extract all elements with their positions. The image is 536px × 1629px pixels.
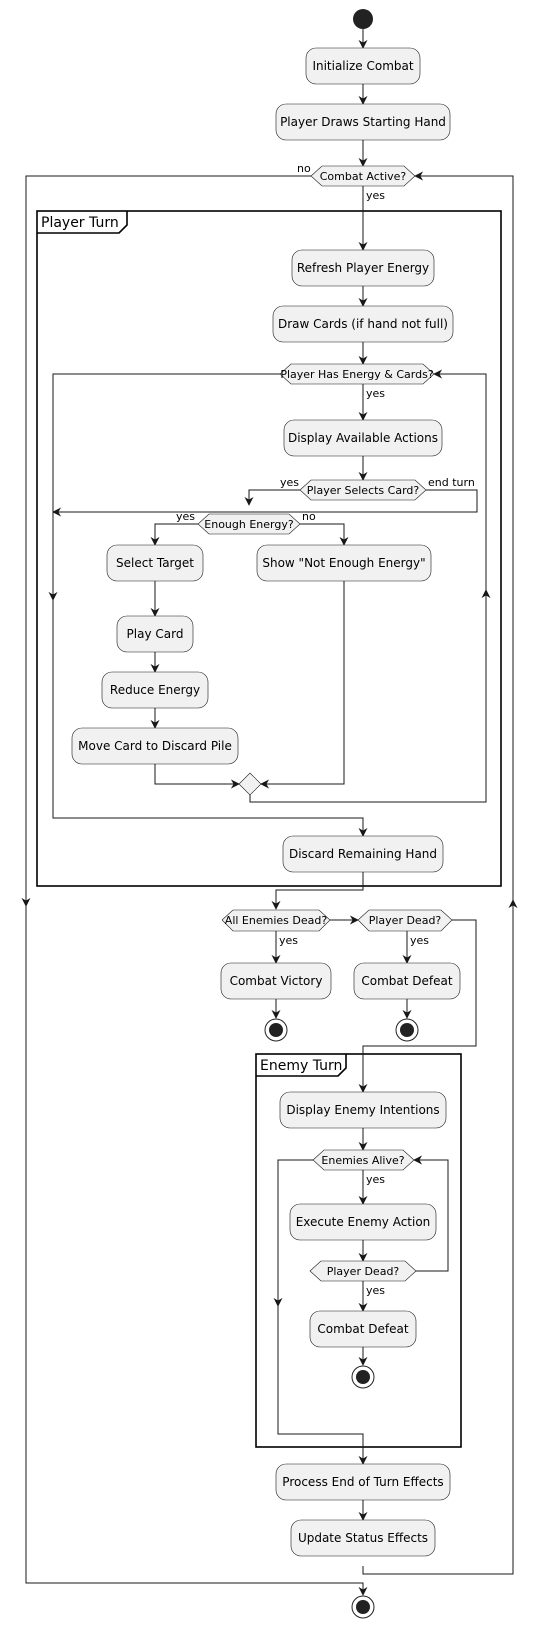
svg-text:Combat Victory: Combat Victory — [230, 974, 323, 988]
svg-text:Draw Cards (if hand not full): Draw Cards (if hand not full) — [278, 317, 448, 331]
label-enough-energy-no: no — [302, 510, 316, 523]
action-update-status-effects: Update Status Effects — [290, 1519, 436, 1557]
action-discard-remaining-hand: Discard Remaining Hand — [282, 835, 444, 873]
end-node-enemy-defeat — [351, 1365, 375, 1389]
svg-text:Player Selects Card?: Player Selects Card? — [307, 484, 420, 497]
decision-player-dead-enemy-turn: Player Dead? — [309, 1260, 417, 1282]
label-selects-card-end-turn: end turn — [428, 476, 475, 489]
connectors — [21, 28, 518, 1596]
label-player-dead-yes: yes — [410, 934, 429, 947]
action-end-of-turn-effects: Process End of Turn Effects — [275, 1463, 451, 1501]
svg-text:Display Available Actions: Display Available Actions — [288, 431, 438, 445]
action-move-to-discard: Move Card to Discard Pile — [71, 727, 239, 765]
end-node-defeat — [395, 1018, 419, 1042]
svg-text:All Enemies Dead?: All Enemies Dead? — [225, 914, 328, 927]
end-node-final — [351, 1595, 375, 1619]
svg-text:Move Card to Discard Pile: Move Card to Discard Pile — [78, 739, 232, 753]
decision-all-enemies-dead: All Enemies Dead? — [221, 909, 331, 932]
label-has-energy-yes: yes — [366, 387, 385, 400]
merge-diamond — [238, 772, 262, 796]
svg-text:Display Enemy Intentions: Display Enemy Intentions — [286, 1103, 439, 1117]
action-initialize-combat: Initialize Combat — [305, 47, 421, 85]
svg-text:Player Dead?: Player Dead? — [369, 914, 442, 927]
label-enemies-dead-yes: yes — [279, 934, 298, 947]
svg-text:Player Draws Starting Hand: Player Draws Starting Hand — [280, 115, 446, 129]
svg-text:Reduce Energy: Reduce Energy — [110, 683, 200, 697]
svg-text:Combat Active?: Combat Active? — [320, 170, 407, 183]
action-reduce-energy: Reduce Energy — [101, 671, 209, 709]
svg-text:Combat Defeat: Combat Defeat — [361, 974, 452, 988]
player-turn-frame: Player Turn — [36, 210, 502, 887]
label-enemies-alive-yes: yes — [366, 1173, 385, 1186]
action-combat-defeat: Combat Defeat — [353, 962, 461, 1000]
decision-player-dead: Player Dead? — [357, 909, 453, 932]
decision-has-energy-cards: Player Has Energy & Cards? — [279, 363, 435, 385]
action-combat-defeat-enemy-turn: Combat Defeat — [309, 1310, 417, 1348]
label-combat-active-yes: yes — [366, 189, 385, 202]
label-player-dead-enemy-yes: yes — [366, 1284, 385, 1297]
action-combat-victory: Combat Victory — [220, 962, 332, 1000]
label-selects-card-yes: yes — [280, 476, 299, 489]
svg-text:Refresh Player Energy: Refresh Player Energy — [297, 261, 429, 275]
decision-combat-active: Combat Active? — [310, 165, 416, 187]
enemy-turn-frame: Enemy Turn — [255, 1053, 462, 1448]
svg-text:Player Has Energy & Cards?: Player Has Energy & Cards? — [280, 368, 434, 381]
label-combat-active-no: no — [297, 162, 311, 175]
decision-enough-energy: Enough Energy? — [197, 513, 301, 535]
action-display-actions: Display Available Actions — [283, 419, 443, 457]
end-node-victory — [264, 1018, 288, 1042]
decision-enemies-alive: Enemies Alive? — [312, 1149, 415, 1171]
svg-text:Enemies Alive?: Enemies Alive? — [321, 1154, 404, 1167]
svg-text:Update Status Effects: Update Status Effects — [298, 1531, 428, 1545]
svg-text:Select Target: Select Target — [116, 556, 194, 570]
action-draw-cards: Draw Cards (if hand not full) — [272, 305, 454, 343]
action-display-enemy-intentions: Display Enemy Intentions — [279, 1091, 447, 1129]
svg-text:Initialize Combat: Initialize Combat — [312, 59, 413, 73]
svg-text:Discard Remaining Hand: Discard Remaining Hand — [289, 847, 437, 861]
label-enough-energy-yes: yes — [176, 510, 195, 523]
svg-text:Enough Energy?: Enough Energy? — [204, 518, 294, 531]
action-refresh-energy: Refresh Player Energy — [291, 249, 435, 287]
decision-selects-card: Player Selects Card? — [299, 479, 427, 501]
player-turn-title: Player Turn — [41, 215, 119, 231]
action-draw-starting-hand: Player Draws Starting Hand — [275, 103, 451, 141]
action-not-enough-energy: Show "Not Enough Energy" — [256, 544, 432, 582]
action-select-target: Select Target — [106, 544, 204, 582]
svg-text:Process End of Turn Effects: Process End of Turn Effects — [282, 1475, 443, 1489]
action-play-card: Play Card — [116, 615, 194, 653]
svg-text:Play Card: Play Card — [127, 627, 184, 641]
action-execute-enemy-action: Execute Enemy Action — [289, 1203, 437, 1241]
enemy-turn-title: Enemy Turn — [260, 1058, 342, 1074]
start-node — [353, 9, 373, 29]
svg-text:Execute Enemy Action: Execute Enemy Action — [296, 1215, 431, 1229]
svg-text:Combat Defeat: Combat Defeat — [317, 1322, 408, 1336]
svg-text:Show "Not Enough Energy": Show "Not Enough Energy" — [262, 556, 425, 570]
svg-text:Player Dead?: Player Dead? — [327, 1265, 400, 1278]
